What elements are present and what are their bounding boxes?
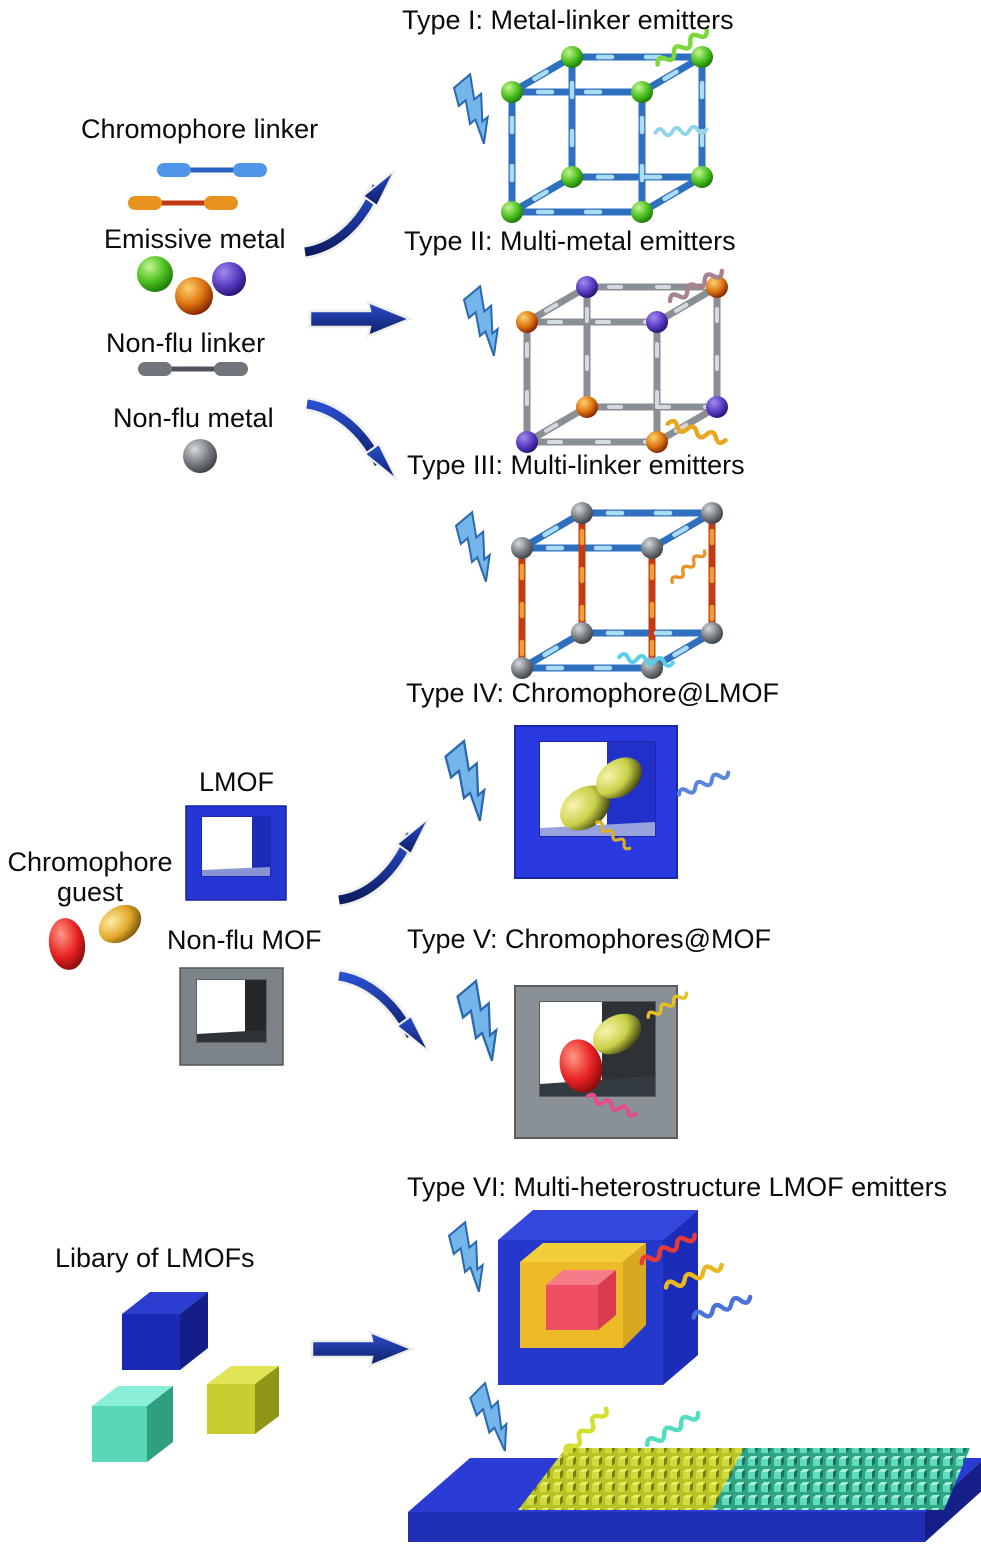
non-flu-linker-label: Non-flu linker [106, 328, 266, 358]
type2-title: Type II: Multi-metal emitters [404, 226, 736, 256]
non-flu-metal-sphere-icon [183, 439, 217, 473]
library-of-lmofs-label: Libary of LMOFs [55, 1243, 255, 1273]
emission-wave-teal-icon [645, 1410, 700, 1449]
chromophore-guest-label: Chromophore guest [0, 847, 180, 907]
emissive-metal-label: Emissive metal [104, 224, 286, 254]
excitation-bolt-type4-icon [432, 739, 511, 822]
excitation-bolt-film-icon [460, 1382, 530, 1452]
type3-framework [511, 502, 723, 679]
arrow-to-type1 [303, 169, 396, 260]
type6-film-structure [408, 1448, 981, 1542]
type3-title: Type III: Multi-linker emitters [407, 450, 745, 480]
type1-title: Type I: Metal-linker emitters [402, 5, 734, 35]
emissive-metal-spheres-icon [137, 256, 246, 315]
type5-structure [514, 985, 678, 1139]
type4-structure [514, 725, 678, 879]
arrow-to-type4 [337, 817, 430, 908]
chromophore-linker-blue-icon [157, 163, 267, 177]
excitation-bolt-type2-icon [453, 285, 521, 357]
excitation-bolt-type5-icon [444, 979, 523, 1062]
chromophore-linker-orange-icon [128, 196, 238, 210]
library-cube-yellow-icon [207, 1366, 279, 1434]
excitation-bolt-type6-icon [438, 1221, 506, 1293]
excitation-bolt-type1-icon [443, 73, 511, 145]
non-flu-linker-icon [138, 362, 248, 376]
library-cube-blue-icon [122, 1292, 208, 1370]
non-flu-mof-label: Non-flu MOF [167, 925, 322, 955]
chromophore-guest-yellow-icon [98, 904, 142, 944]
type5-title: Type V: Chromophores@MOF [407, 924, 772, 954]
emission-wave-orange-icon [668, 547, 709, 587]
non-flu-mof-box-icon [179, 967, 284, 1066]
lmof-box-icon [185, 805, 287, 901]
emission-wave-blue-icon [677, 769, 729, 798]
excitation-bolt-type3-icon [445, 511, 513, 583]
arrow-to-type2 [308, 299, 414, 339]
lmof-label: LMOF [199, 767, 275, 797]
type6-title: Type VI: Multi-heterostructure LMOF emit… [407, 1172, 948, 1202]
chromophore-guest-red-icon [48, 918, 86, 970]
non-flu-metal-label: Non-flu metal [113, 403, 274, 433]
arrow-to-type5 [337, 968, 430, 1053]
type4-title: Type IV: Chromophore@LMOF [406, 678, 780, 708]
chromophore-linker-label: Chromophore linker [81, 114, 319, 144]
type6-coreshell-structure [498, 1210, 698, 1385]
type2-framework [516, 276, 728, 453]
emission-wave-blue-icon [692, 1293, 751, 1321]
chromophore-guest-label-line1: Chromophore [7, 847, 173, 877]
type1-framework [501, 46, 713, 223]
arrow-to-type6 [310, 1329, 416, 1369]
chromophore-guest-label-line2: guest [56, 876, 124, 907]
library-cube-teal-icon [92, 1386, 173, 1462]
arrow-to-type3 [305, 396, 398, 481]
